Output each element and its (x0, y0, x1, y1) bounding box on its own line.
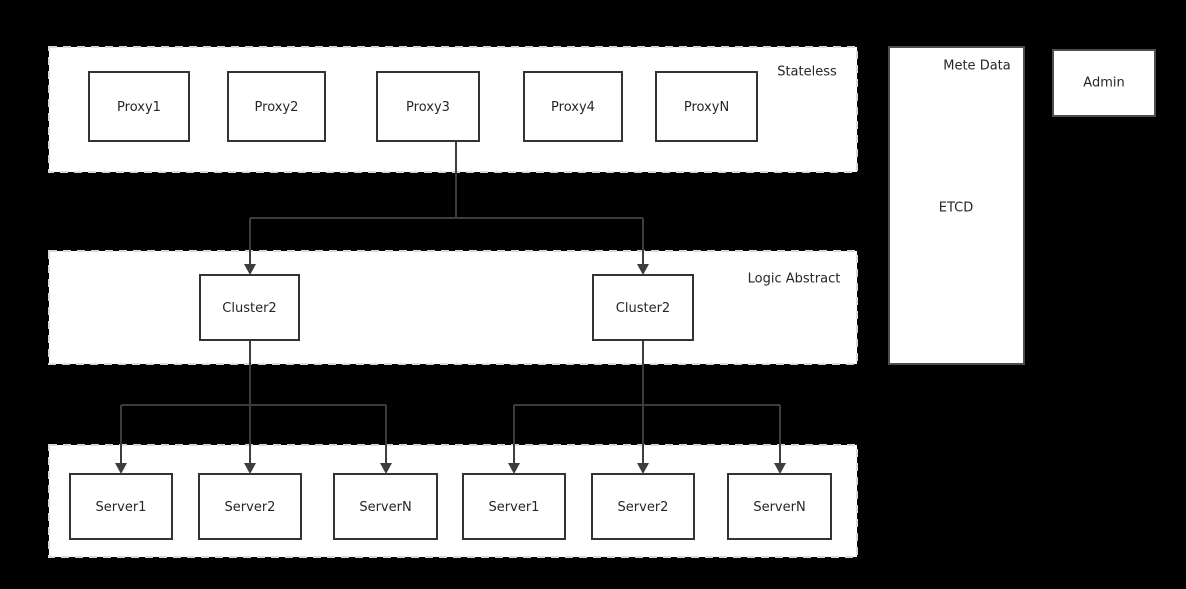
node-box-proxy3[interactable] (376, 71, 480, 142)
node-server-r2[interactable]: Server2 (591, 473, 695, 540)
node-label-proxy3: Proxy3 (406, 100, 450, 115)
node-box-server-r3[interactable] (727, 473, 832, 540)
node-label-server-r1: Server1 (489, 500, 540, 515)
arrowhead-arrow-server-r2 (637, 463, 649, 474)
arrowhead-arrow-server-r1 (508, 463, 520, 474)
node-box-proxy1[interactable] (88, 71, 190, 142)
node-label-server-l2: Server2 (225, 500, 276, 515)
node-box-proxy4[interactable] (523, 71, 623, 142)
node-proxy2[interactable]: Proxy2 (227, 71, 326, 142)
node-label-cluster-left: Cluster2 (222, 301, 276, 316)
node-label-server-r3: ServerN (753, 500, 805, 515)
panel-admin-panel[interactable]: Admin (1052, 49, 1156, 117)
node-server-l3[interactable]: ServerN (333, 473, 438, 540)
arrowhead-arrow-server-l2 (244, 463, 256, 474)
zone-label-stateless: Stateless (777, 65, 837, 80)
node-label-server-l1: Server1 (96, 500, 147, 515)
panel-box-etcd-panel[interactable] (888, 46, 1025, 365)
nodes-layer: Proxy1 Proxy2 Proxy3 Proxy4 ProxyN Cluster2 Cl… (69, 71, 832, 540)
node-label-server-r2: Server2 (618, 500, 669, 515)
panel-title-etcd-panel: Mete Data (943, 59, 1010, 74)
node-box-server-l1[interactable] (69, 473, 173, 540)
node-box-proxy2[interactable] (227, 71, 326, 142)
node-label-proxy1: Proxy1 (117, 100, 161, 115)
edges-layer (120, 141, 781, 465)
node-label-server-l3: ServerN (359, 500, 411, 515)
node-server-l2[interactable]: Server2 (198, 473, 302, 540)
node-box-cluster-right[interactable] (592, 274, 694, 341)
node-proxyN[interactable]: ProxyN (655, 71, 758, 142)
node-server-l1[interactable]: Server1 (69, 473, 173, 540)
zone-background-server-pool (48, 444, 858, 558)
node-cluster-right[interactable]: Cluster2 (592, 274, 694, 341)
node-box-proxyN[interactable] (655, 71, 758, 142)
arrowhead-arrow-server-r3 (774, 463, 786, 474)
arrowheads-layer (115, 264, 786, 474)
arrowhead-arrow-cluster-right (637, 264, 649, 275)
zone-background-logic-abstract (48, 250, 858, 365)
node-label-cluster-right: Cluster2 (616, 301, 670, 316)
node-server-r3[interactable]: ServerN (727, 473, 832, 540)
arrowhead-arrow-cluster-left (244, 264, 256, 275)
panel-box-admin-panel[interactable] (1052, 49, 1156, 117)
node-cluster-left[interactable]: Cluster2 (199, 274, 300, 341)
node-proxy1[interactable]: Proxy1 (88, 71, 190, 142)
arrowhead-arrow-server-l1 (115, 463, 127, 474)
node-box-cluster-left[interactable] (199, 274, 300, 341)
node-box-server-r2[interactable] (591, 473, 695, 540)
panel-body-etcd-panel: ETCD (939, 201, 973, 216)
node-box-server-l3[interactable] (333, 473, 438, 540)
node-proxy3[interactable]: Proxy3 (376, 71, 480, 142)
arrowhead-arrow-server-l3 (380, 463, 392, 474)
node-label-proxyN: ProxyN (684, 100, 729, 115)
node-box-server-r1[interactable] (462, 473, 566, 540)
node-label-proxy2: Proxy2 (255, 100, 299, 115)
node-server-r1[interactable]: Server1 (462, 473, 566, 540)
zone-server-pool (48, 444, 858, 558)
node-label-proxy4: Proxy4 (551, 100, 595, 115)
panel-body-admin-panel: Admin (1083, 76, 1124, 91)
zone-label-logic-abstract: Logic Abstract (748, 272, 841, 287)
node-box-server-l2[interactable] (198, 473, 302, 540)
zone-logic-abstract: Logic Abstract (48, 250, 858, 365)
node-proxy4[interactable]: Proxy4 (523, 71, 623, 142)
